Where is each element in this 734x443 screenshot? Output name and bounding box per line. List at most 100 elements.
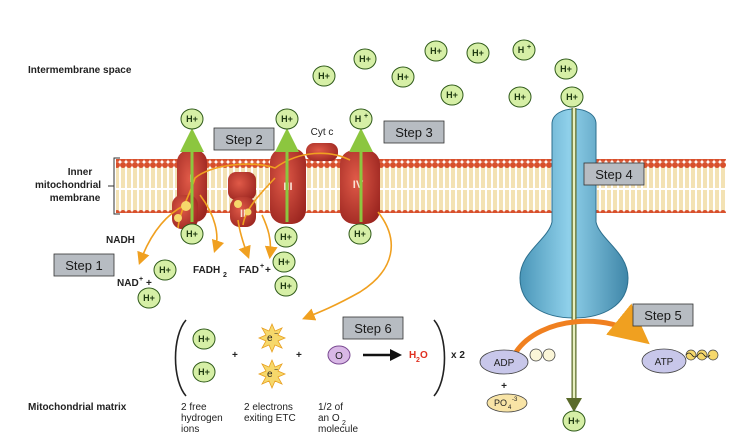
inner-membrane-label: Inner mitochondrial membrane <box>35 167 101 204</box>
svg-text:H+: H+ <box>354 229 366 239</box>
svg-text:H+: H+ <box>186 114 198 124</box>
svg-text:hydrogen: hydrogen <box>181 413 223 424</box>
svg-text:molecule: molecule <box>318 424 358 435</box>
h-plus-ion: H+ <box>560 86 584 108</box>
nad-label: NAD + + <box>117 276 152 289</box>
svg-text:O: O <box>420 350 428 361</box>
step-2: Step 2 <box>213 127 275 151</box>
svg-text:NAD: NAD <box>117 278 139 289</box>
svg-text:2: 2 <box>342 420 346 427</box>
step-4: Step 4 <box>583 162 645 186</box>
cytochrome-c: Cyt c <box>306 127 338 161</box>
h-plus-ion: H+ <box>153 259 177 281</box>
nadh-label: NADH <box>106 235 135 246</box>
h-plus-ion: H+ <box>180 223 204 245</box>
h-plus-ion: H+ <box>274 226 298 248</box>
svg-text:H+: H+ <box>280 281 292 291</box>
svg-text:H+: H+ <box>560 64 572 74</box>
svg-text:H+: H+ <box>198 334 210 344</box>
svg-text:H+: H+ <box>568 416 580 426</box>
svg-text:Step 6: Step 6 <box>354 321 392 336</box>
h-plus-ion: H+ <box>508 86 532 108</box>
svg-text:II: II <box>240 208 246 220</box>
svg-text:H+: H+ <box>397 72 409 82</box>
h-plus-ion: H+ <box>348 223 372 245</box>
h-plus-ion: H+ <box>562 410 586 432</box>
svg-text:FAD: FAD <box>239 265 259 276</box>
electron-sparkles <box>174 200 252 222</box>
svg-text:exiting ETC: exiting ETC <box>244 413 296 424</box>
svg-text:4: 4 <box>508 405 512 411</box>
svg-text:ATP: ATP <box>655 357 674 368</box>
svg-text:H+: H+ <box>278 257 290 267</box>
svg-text:+: + <box>527 44 531 51</box>
svg-text:+: + <box>265 265 271 276</box>
svg-text:H+: H+ <box>514 92 526 102</box>
svg-text:Step 1: Step 1 <box>65 258 103 273</box>
svg-text:H+: H+ <box>281 114 293 124</box>
svg-text:Step 3: Step 3 <box>395 125 433 140</box>
svg-text:+: + <box>232 350 238 361</box>
h-plus-ion: H+ <box>274 275 298 297</box>
h-plus-ion: H+ <box>391 66 415 88</box>
h-plus-ion: H+ <box>440 84 464 106</box>
caption-oxygen: 1/2 of an O 2 molecule <box>318 402 358 435</box>
h-plus-ion: H+ <box>192 361 216 383</box>
svg-text:+: + <box>139 276 143 283</box>
svg-text:−: − <box>274 331 278 338</box>
svg-text:H: H <box>518 45 525 55</box>
atp-formation-arrow <box>513 303 650 354</box>
svg-text:PO: PO <box>494 398 507 408</box>
hydrogen-ions: H+H+H+H+H+H+H+H+H+H+H+H+H+H+H+H+H+H+H+H+… <box>137 39 586 432</box>
svg-text:-3: -3 <box>512 397 518 403</box>
caption-electrons: 2 electrons exiting ETC <box>244 402 296 424</box>
reaction-arrow <box>363 349 402 361</box>
svg-text:H+: H+ <box>472 48 484 58</box>
svg-text:H+: H+ <box>198 367 210 377</box>
svg-text:H: H <box>355 114 362 124</box>
svg-text:H+: H+ <box>566 92 578 102</box>
svg-text:2 electrons: 2 electrons <box>244 402 293 413</box>
svg-text:+: + <box>260 263 264 270</box>
svg-text:+: + <box>146 278 152 289</box>
h-plus-ion: H+ <box>353 48 377 70</box>
svg-text:2 free: 2 free <box>181 402 207 413</box>
svg-text:H+: H+ <box>143 293 155 303</box>
electron-flow <box>137 152 392 321</box>
matrix-label: Mitochondrial matrix <box>28 402 127 413</box>
proton-pump-arrows <box>180 128 373 222</box>
oxygen-atom: O <box>327 345 351 365</box>
water-label: H 2 O <box>409 350 428 364</box>
step-5: Step 5 <box>632 303 694 327</box>
svg-text:mitochondrial: mitochondrial <box>35 180 101 191</box>
right-parenthesis <box>433 319 446 397</box>
svg-text:H: H <box>409 350 416 361</box>
caption-hydrogen: 2 free hydrogen ions <box>181 402 223 435</box>
svg-text:H+: H+ <box>159 265 171 275</box>
h-plus-ion: H+ <box>180 108 204 130</box>
svg-text:Cyt c: Cyt c <box>311 127 334 138</box>
synthase-proton-channel <box>566 108 582 412</box>
svg-text:ions: ions <box>181 424 199 435</box>
svg-text:Inner: Inner <box>68 167 93 178</box>
h-plus-ion: H+ <box>512 39 536 61</box>
h-plus-ion: H+ <box>466 42 490 64</box>
svg-text:e: e <box>267 369 273 380</box>
svg-text:Step 4: Step 4 <box>595 167 633 182</box>
phosphate: PO 4 -3 <box>486 393 528 413</box>
svg-text:membrane: membrane <box>50 193 101 204</box>
svg-text:ADP: ADP <box>494 358 515 369</box>
electron-star-2: e − <box>257 358 287 390</box>
fadh2-label: FADH 2 <box>193 265 227 279</box>
h-plus-ion: H+ <box>554 58 578 80</box>
svg-text:−: − <box>274 367 278 374</box>
svg-text:2: 2 <box>223 272 227 279</box>
svg-text:IV: IV <box>353 179 364 191</box>
adp-molecule: ADP + <box>479 348 556 392</box>
svg-text:H+: H+ <box>359 54 371 64</box>
h-plus-ion: H+ <box>312 65 336 87</box>
svg-text:+: + <box>296 350 302 361</box>
svg-text:Step 2: Step 2 <box>225 132 263 147</box>
svg-text:H+: H+ <box>430 46 442 56</box>
